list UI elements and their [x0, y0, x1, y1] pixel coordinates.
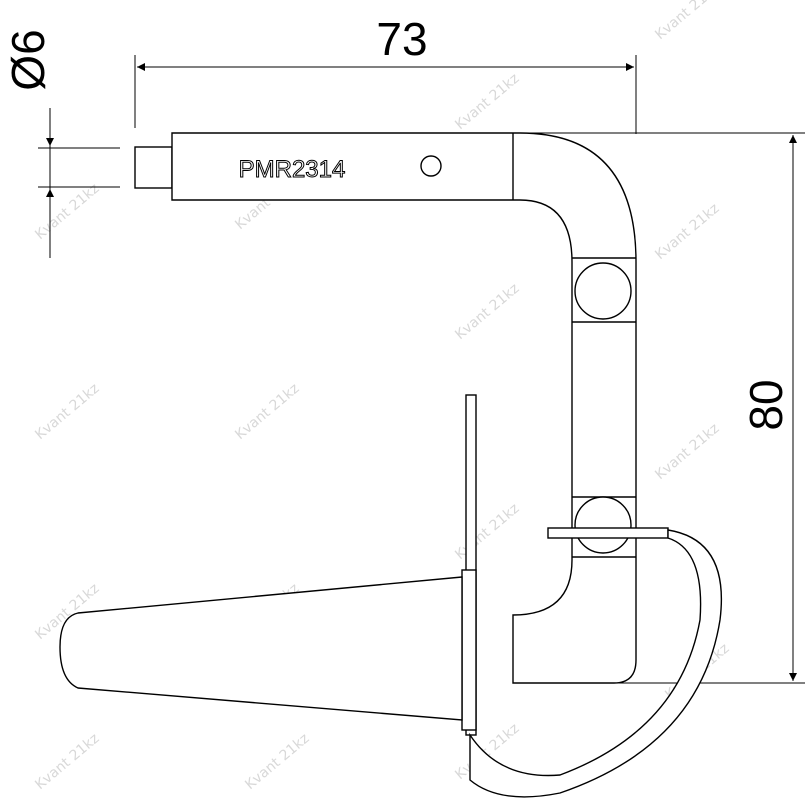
backing-plate-vertical — [465, 394, 477, 736]
dimension-diameter — [38, 108, 120, 258]
mounting-plate — [547, 527, 669, 539]
width-dimension-label: 73 — [376, 13, 427, 65]
height-dimension-label: 80 — [740, 379, 792, 430]
tapered-grip — [59, 576, 463, 721]
set-screw-hole — [420, 155, 442, 177]
watermark: Kvant 21kz — [452, 501, 522, 563]
curved-hook — [469, 529, 723, 798]
mounting-hole-upper — [574, 262, 632, 320]
spindle — [134, 146, 173, 189]
lever-handle — [59, 132, 723, 798]
watermark: Kvant 21kz — [652, 421, 722, 483]
watermark: Kvant 21kz — [242, 731, 312, 793]
watermark: Kvant 21kz — [452, 71, 522, 133]
backing-plate-inner — [461, 569, 477, 731]
watermark: Kvant 21kz — [32, 731, 102, 793]
watermark: Kvant 21kz — [452, 281, 522, 343]
watermark: Kvant 21kz — [32, 381, 102, 443]
diameter-dimension-label: Ø6 — [2, 29, 54, 90]
watermark: Kvant 21kz — [32, 181, 102, 243]
mounting-hole-lower — [574, 496, 632, 554]
dimension-width — [134, 55, 637, 134]
watermark: Kvant 21kz — [232, 381, 302, 443]
watermark: Kvant 21kz — [652, 0, 722, 43]
part-number-label: PMR2314 — [239, 156, 346, 183]
watermark: Kvant 21kz — [652, 201, 722, 263]
upper-arm — [171, 132, 637, 684]
